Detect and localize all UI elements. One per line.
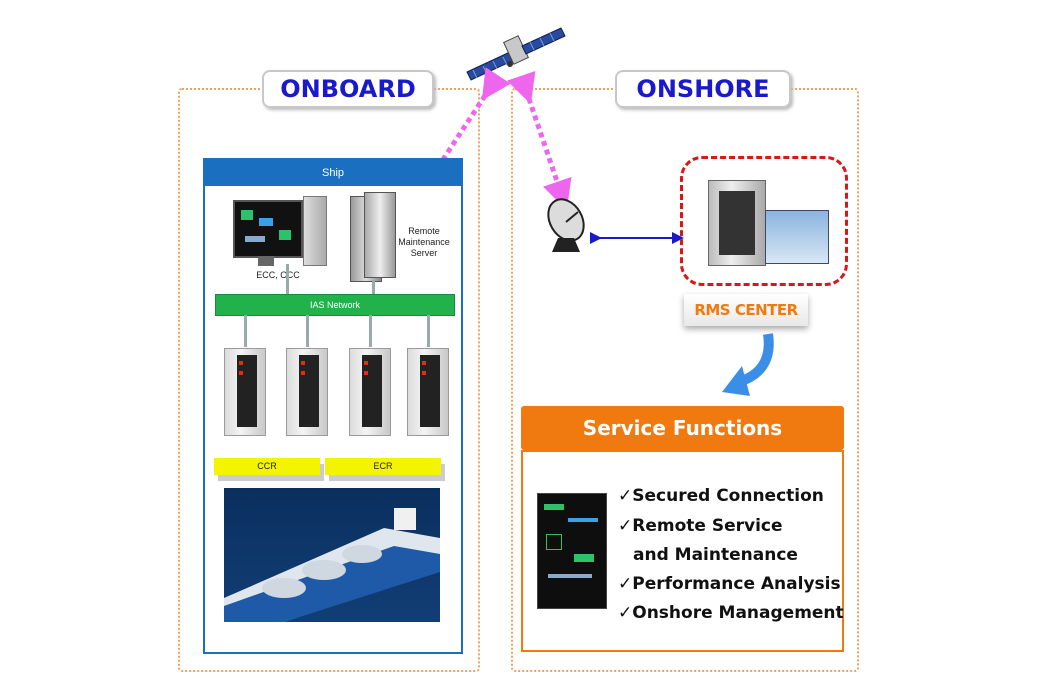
service-item-performance-analysis: ✓Performance Analysis bbox=[618, 574, 841, 594]
ship-header: Ship bbox=[205, 160, 461, 186]
ecc-network-line bbox=[286, 264, 289, 294]
ecr-cabinet-1 bbox=[349, 348, 391, 436]
satellite-dish-link bbox=[506, 70, 572, 211]
ecc-tower-icon bbox=[303, 196, 327, 266]
rms-center-box bbox=[680, 156, 848, 286]
ecc-monitor-stand bbox=[258, 256, 274, 266]
remote-server-line2: Maintenance bbox=[398, 237, 450, 247]
onboard-label: ONBOARD bbox=[262, 70, 434, 108]
service-console-image bbox=[537, 493, 607, 609]
rms-server-rack-icon bbox=[708, 180, 766, 266]
service-item-and-maintenance: and Maintenance bbox=[633, 545, 798, 565]
satellite-icon bbox=[466, 27, 566, 81]
ccr-cabinet-1 bbox=[224, 348, 266, 436]
ecc-label: ECC, CCC bbox=[256, 270, 300, 280]
network-drop-3 bbox=[369, 315, 372, 347]
network-drop-1 bbox=[244, 315, 247, 347]
remote-server-line1: Remote bbox=[408, 226, 440, 236]
service-functions-title: Service Functions bbox=[521, 406, 844, 450]
rms-control-room-image bbox=[765, 210, 829, 264]
ecr-label: ECR bbox=[325, 458, 441, 475]
network-drop-2 bbox=[306, 315, 309, 347]
ccr-label: CCR bbox=[214, 458, 320, 475]
onshore-label: ONSHORE bbox=[615, 70, 791, 108]
ecr-cabinet-2 bbox=[407, 348, 449, 436]
network-drop-4 bbox=[427, 315, 430, 347]
ecc-monitor-icon bbox=[233, 200, 303, 258]
service-item-secured-connection: ✓Secured Connection bbox=[618, 486, 824, 506]
server-network-line bbox=[372, 280, 375, 294]
ias-network-bar: IAS Network bbox=[215, 294, 455, 316]
ccr-cabinet-2 bbox=[286, 348, 328, 436]
service-item-onshore-management: ✓Onshore Management bbox=[618, 603, 844, 623]
remote-server-icon-2 bbox=[364, 192, 396, 278]
lng-carrier-image bbox=[224, 488, 440, 622]
rms-center-label: RMS CENTER bbox=[684, 294, 808, 326]
service-item-remote-service: ✓Remote Service bbox=[618, 516, 783, 536]
satellite-dish-icon bbox=[547, 198, 585, 252]
remote-server-line3: Server bbox=[410, 248, 438, 258]
remote-server-label: Remote Maintenance Server bbox=[398, 226, 450, 259]
